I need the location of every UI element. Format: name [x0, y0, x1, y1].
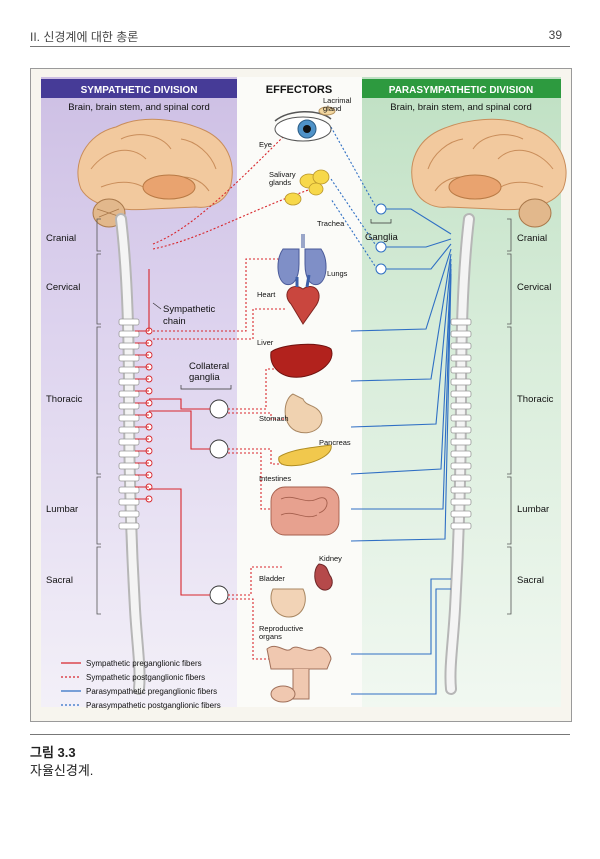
legend-item-para-pre: Parasympathetic preganglionic fibers — [86, 687, 217, 696]
region-label-lumbar-right: Lumbar — [517, 504, 549, 515]
label-sympathetic-chain-1: Sympathetic — [163, 304, 216, 315]
legend-item-para-post: Parasympathetic postganglionic fibers — [86, 701, 221, 710]
legend-item-symp-post: Sympathetic postganglionic fibers — [86, 673, 205, 682]
label-bladder: Bladder — [259, 574, 285, 583]
label-sympathetic-chain-2: chain — [163, 316, 186, 327]
label-eye: Eye — [259, 140, 272, 149]
parasympathetic-title: PARASYMPATHETIC DIVISION — [389, 85, 533, 96]
reproductive-organs-illustration — [266, 645, 332, 703]
figure-canvas: SYMPATHETIC DIVISION EFFECTORS PARASYMPA… — [41, 77, 567, 710]
region-label-cranial-left: Cranial — [46, 233, 76, 244]
pancreas-illustration — [278, 444, 332, 467]
label-salivary-2: glands — [269, 178, 291, 187]
stomach-illustration — [284, 393, 323, 434]
region-label-sacral-right: Sacral — [517, 575, 544, 586]
label-intestines: Intestines — [259, 474, 291, 483]
running-header-section: II. 신경계에 대한 총론 — [30, 30, 139, 44]
label-lungs: Lungs — [327, 269, 348, 278]
region-label-thoracic-right: Thoracic — [517, 394, 554, 405]
figure-number: 그림 3.3 — [30, 745, 76, 760]
label-collateral-1: Collateral — [189, 361, 229, 372]
kidney-illustration — [314, 563, 333, 591]
sympathetic-subtitle: Brain, brain stem, and spinal cord — [68, 102, 210, 113]
region-label-cervical-left: Cervical — [46, 282, 80, 293]
region-label-thoracic-left: Thoracic — [46, 394, 83, 405]
page-number: 39 — [548, 28, 562, 42]
parasympathetic-cranial-ganglia — [375, 203, 387, 275]
label-kidney: Kidney — [319, 554, 342, 563]
parasympathetic-preganglionic-fibers — [350, 208, 452, 695]
sympathetic-title-bar — [41, 79, 237, 98]
sympathetic-preganglionic-fibers — [135, 269, 210, 596]
sympathetic-title: SYMPATHETIC DIVISION — [81, 85, 198, 96]
parasympathetic-subtitle: Brain, brain stem, and spinal cord — [390, 102, 532, 113]
effectors-title: EFFECTORS — [266, 84, 332, 96]
liver-illustration — [270, 343, 333, 378]
region-label-lumbar-left: Lumbar — [46, 504, 78, 515]
legend-item-symp-pre: Sympathetic preganglionic fibers — [86, 659, 202, 668]
label-reproductive-2: organs — [259, 632, 282, 641]
label-stomach: Stomach — [259, 414, 289, 423]
region-label-cranial-right: Cranial — [517, 233, 547, 244]
label-trachea: Trachea — [317, 219, 345, 228]
label-salivary-1: Salivary — [269, 170, 296, 179]
label-lacrimal-1: Lacrimal — [323, 96, 352, 105]
right-vertebrae — [450, 318, 472, 530]
right-region-brackets — [507, 218, 512, 615]
salivary-glands-illustration — [284, 169, 330, 206]
heart-illustration — [286, 274, 320, 325]
label-ganglia: Ganglia — [365, 232, 398, 243]
collateral-ganglia — [209, 399, 229, 605]
right-brain-illustration — [411, 118, 567, 228]
bladder-illustration — [270, 588, 306, 618]
label-heart: Heart — [257, 290, 276, 299]
figure-caption: 자율신경계. — [30, 763, 94, 778]
label-collateral-2: ganglia — [189, 372, 220, 383]
parasympathetic-postganglionic-fibers — [330, 126, 378, 270]
left-vertebrae — [118, 318, 140, 530]
parasympathetic-title-bar — [362, 79, 561, 98]
label-liver: Liver — [257, 338, 274, 347]
lacrimal-gland-eye-illustration — [274, 106, 336, 142]
region-label-cervical-right: Cervical — [517, 282, 551, 293]
label-pancreas: Pancreas — [319, 438, 351, 447]
left-region-brackets — [96, 218, 101, 615]
label-lacrimal-2: gland — [323, 104, 341, 113]
header-rule — [30, 46, 570, 47]
left-brain-illustration — [77, 118, 233, 228]
region-label-sacral-left: Sacral — [46, 575, 73, 586]
intestines-illustration — [270, 486, 340, 536]
label-reproductive-1: Reproductive — [259, 624, 303, 633]
caption-rule — [30, 734, 570, 735]
legend: Sympathetic preganglionic fibers Sympath… — [61, 659, 221, 710]
autonomic-nervous-system-figure: SYMPATHETIC DIVISION EFFECTORS PARASYMPA… — [30, 68, 572, 722]
